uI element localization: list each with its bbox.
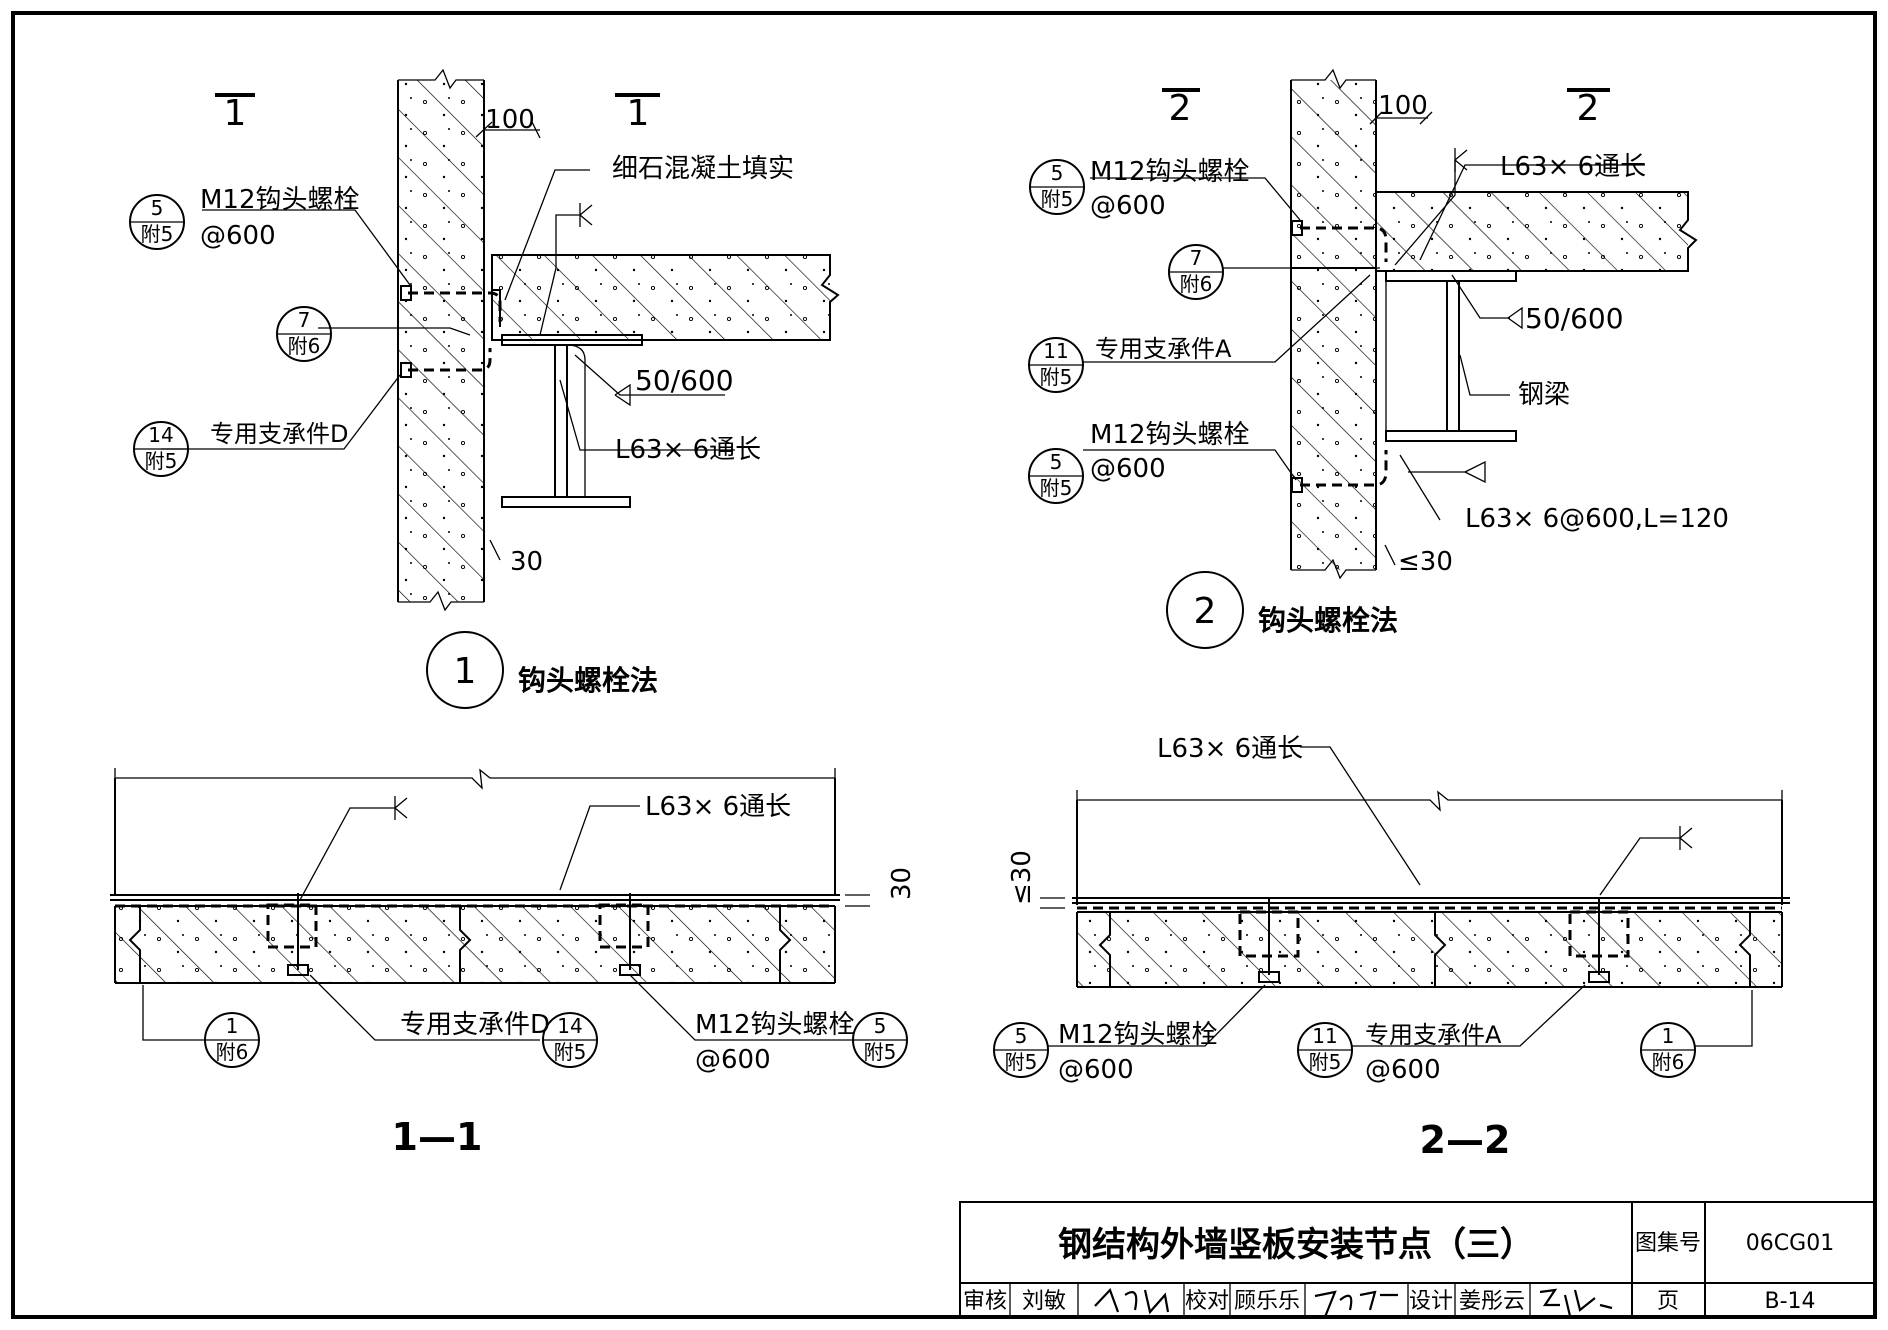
design-label: 设计 bbox=[1409, 1289, 1453, 1314]
detail1-ref7-bottom: 附6 bbox=[288, 334, 321, 358]
designer-signature bbox=[1539, 1288, 1613, 1317]
detail2-support-ref-bottom: 附5 bbox=[1040, 365, 1073, 389]
section1-bolt-label: M12钩头螺栓 bbox=[695, 1010, 855, 1040]
section2-ref1-top: 1 bbox=[1662, 1024, 1675, 1048]
section1-title: 1—1 bbox=[392, 1115, 483, 1159]
section1-support-ref-bottom: 附5 bbox=[554, 1040, 587, 1064]
detail1-title-num: 1 bbox=[454, 651, 477, 692]
checker-signature bbox=[1314, 1290, 1398, 1318]
detail1-bolt-label: M12钩头螺栓 bbox=[200, 185, 360, 215]
atlas-label: 图集号 bbox=[1635, 1231, 1701, 1256]
atlas-number: 06CG01 bbox=[1746, 1231, 1834, 1256]
reviewer-name: 刘敏 bbox=[1022, 1289, 1066, 1314]
section2-support-ref-bottom: 附5 bbox=[1309, 1050, 1342, 1074]
detail1-bolt-ref-bottom: 附5 bbox=[141, 222, 174, 246]
detail1-bolt-spacing: @600 bbox=[200, 221, 276, 251]
page-label: 页 bbox=[1657, 1289, 1679, 1314]
section2-support-label: 专用支承件A bbox=[1365, 1021, 1502, 1049]
section2-bolt-ref-bottom: 附5 bbox=[1005, 1050, 1038, 1074]
detail2-support-label: 专用支承件A bbox=[1095, 335, 1232, 363]
detail1-sec-right: 1 bbox=[627, 93, 650, 134]
detail2-dim-100: 100 bbox=[1378, 91, 1428, 121]
section1-ref1-top: 1 bbox=[226, 1014, 239, 1038]
detail2-sec-right: 2 bbox=[1577, 88, 1600, 129]
section1-support-label: 专用支承件D bbox=[400, 1010, 550, 1040]
section2-bolt-ref-top: 5 bbox=[1015, 1024, 1028, 1048]
section2-title: 2—2 bbox=[1420, 1118, 1511, 1162]
page-number: B-14 bbox=[1764, 1289, 1815, 1314]
section-2-2 bbox=[993, 746, 1790, 1078]
detail2-beam-label: 钢梁 bbox=[1518, 380, 1570, 410]
check-label: 校对 bbox=[1185, 1289, 1229, 1314]
designer-name: 姜彤云 bbox=[1459, 1289, 1525, 1314]
section1-bolt-spacing: @600 bbox=[695, 1045, 771, 1075]
detail1-dim-30: 30 bbox=[510, 547, 543, 577]
drawing-title: 钢结构外墙竖板安装节点（三） bbox=[1058, 1225, 1534, 1265]
detail1-bolt-ref-top: 5 bbox=[151, 196, 164, 220]
detail-1 bbox=[129, 68, 840, 709]
detail2-weld-label: 50/600 bbox=[1525, 302, 1624, 335]
section2-bolt-spacing: @600 bbox=[1058, 1055, 1134, 1085]
detail2-bolt-spacing: @600 bbox=[1090, 191, 1166, 221]
section2-dim-30: ≤30 bbox=[1007, 850, 1037, 905]
section1-bolt-ref-bottom: 附5 bbox=[864, 1040, 897, 1064]
detail1-callout-fill: 细石混凝土填实 bbox=[612, 154, 794, 184]
detail1-ref7-top: 7 bbox=[298, 308, 311, 332]
detail2-dim-30: ≤30 bbox=[1398, 547, 1453, 577]
detail1-support-label: 专用支承件D bbox=[210, 420, 348, 448]
detail2-ref7-top: 7 bbox=[1190, 246, 1203, 270]
detail1-title: 钩头螺栓法 bbox=[518, 664, 658, 697]
review-label: 审核 bbox=[963, 1289, 1007, 1314]
detail2-angle-label: L63× 6通长 bbox=[1500, 152, 1646, 182]
detail1-sec-left: 1 bbox=[224, 93, 247, 134]
section2-angle-label: L63× 6通长 bbox=[1157, 734, 1303, 764]
detail2-bolt2-label: M12钩头螺栓 bbox=[1090, 420, 1250, 450]
section-1-1 bbox=[110, 768, 908, 1068]
reviewer-signature bbox=[1094, 1287, 1170, 1315]
detail2-bolt2-ref-bottom: 附5 bbox=[1040, 476, 1073, 500]
detail2-bolt-ref-top: 5 bbox=[1051, 161, 1064, 185]
section1-bolt-ref-top: 5 bbox=[874, 1014, 887, 1038]
detail1-support-ref-bottom: 附5 bbox=[145, 449, 178, 473]
section2-support-ref-top: 11 bbox=[1312, 1024, 1337, 1048]
detail1-dim-100: 100 bbox=[485, 105, 535, 135]
detail2-bolt-ref-bottom: 附5 bbox=[1041, 187, 1074, 211]
section2-bolt-label: M12钩头螺栓 bbox=[1058, 1020, 1218, 1050]
section2-support-spacing: @600 bbox=[1365, 1055, 1441, 1085]
detail2-ref7-bottom: 附6 bbox=[1180, 272, 1213, 296]
detail2-sec-left: 2 bbox=[1169, 88, 1192, 129]
section2-ref1-bottom: 附6 bbox=[1652, 1050, 1685, 1074]
detail2-title: 钩头螺栓法 bbox=[1258, 604, 1398, 637]
detail1-angle-label: L63× 6通长 bbox=[615, 435, 761, 465]
detail2-title-num: 2 bbox=[1194, 591, 1217, 632]
section1-support-ref-top: 14 bbox=[557, 1014, 582, 1038]
detail2-bolt2-spacing: @600 bbox=[1090, 454, 1166, 484]
checker-name: 顾乐乐 bbox=[1234, 1289, 1300, 1314]
detail1-weld-label: 50/600 bbox=[635, 364, 734, 397]
detail-2 bbox=[1028, 68, 1698, 649]
title-block bbox=[959, 1201, 1876, 1318]
detail1-support-ref-top: 14 bbox=[148, 423, 173, 447]
detail2-bolt2-ref-top: 5 bbox=[1050, 450, 1063, 474]
section1-dim-30: 30 bbox=[887, 867, 917, 900]
section1-angle-label: L63× 6通长 bbox=[645, 792, 791, 822]
detail2-short-angle-label: L63× 6@600,L=120 bbox=[1465, 504, 1729, 534]
detail2-support-ref-top: 11 bbox=[1043, 339, 1068, 363]
detail2-bolt-label: M12钩头螺栓 bbox=[1090, 157, 1250, 187]
sheet-border bbox=[11, 11, 1877, 1319]
section1-ref1-bottom: 附6 bbox=[216, 1040, 249, 1064]
